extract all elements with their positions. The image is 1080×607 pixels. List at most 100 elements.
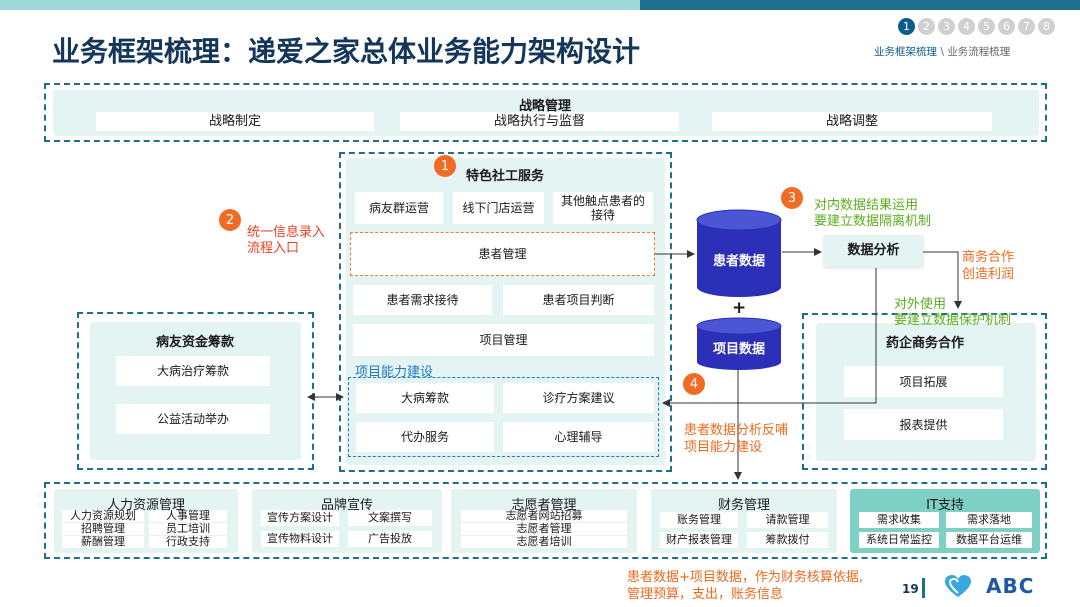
step-6[interactable]: 6 [998, 18, 1015, 35]
step-7[interactable]: 7 [1018, 18, 1035, 35]
step-2[interactable]: 2 [918, 18, 935, 35]
marker-1: 1 [434, 155, 456, 177]
pharma-title: 药企商务合作 [885, 336, 964, 351]
strategy-title: 战略管理 [518, 99, 571, 114]
volunteer-item: 志愿者培训 [461, 536, 627, 548]
patient-management: 患者管理 [350, 232, 655, 276]
note-4-line1: 患者数据分析反哺 [684, 423, 789, 438]
fund-title: 病友资金筹款 [155, 335, 234, 350]
plus-sign: + [732, 298, 747, 318]
social-item: 其他触点患者的接待 [553, 192, 653, 224]
brand-item: 广告投放 [348, 531, 432, 547]
social-item: 患者项目判断 [503, 285, 654, 315]
fund-panel [90, 322, 301, 460]
step-4[interactable]: 4 [958, 18, 975, 35]
breadcrumb: 业务框架梳理 \ 业务流程梳理 [874, 44, 1010, 59]
note-2-line2: 流程入口 [247, 241, 300, 256]
support-frame [44, 482, 1047, 559]
capability-label: 项目能力建设 [355, 365, 434, 380]
social-item: 患者需求接待 [353, 285, 492, 315]
it-title: IT支持 [926, 498, 964, 513]
top-accent-bar-light [0, 0, 640, 10]
project-data-cylinder [696, 317, 782, 370]
outside-note-line1: 对外使用 [894, 297, 947, 312]
data-analysis-box: 数据分析 [824, 235, 923, 267]
marker-3: 3 [781, 187, 803, 209]
note-3-line2: 要建立数据隔离机制 [814, 214, 932, 229]
patient-data-cylinder [696, 209, 782, 297]
capability-item: 诊疗方案建议 [503, 383, 654, 413]
capability-item: 心理辅导 [503, 422, 654, 452]
finance-item: 请款管理 [747, 512, 828, 528]
pharma-item: 项目拓展 [844, 366, 1003, 397]
brand-title: 品牌宣传 [320, 498, 373, 513]
hr-title: 人力资源管理 [106, 498, 185, 513]
pharma-frame [802, 313, 1047, 470]
strategy-item: 战略执行与监督 [400, 112, 679, 131]
biz-note-line1: 商务合作 [962, 250, 1015, 265]
breadcrumb-separator: \ [940, 46, 944, 58]
step-8[interactable]: 8 [1038, 18, 1055, 35]
hr-item: 人事管理 [149, 510, 227, 522]
social-frame [339, 152, 672, 472]
biz-note-line2: 创造利润 [962, 267, 1015, 282]
page-divider [922, 578, 925, 598]
note-4-line2: 项目能力建设 [684, 440, 763, 455]
arrow-analysis-to-pharma [923, 251, 962, 309]
top-accent-bar-dark [640, 0, 1080, 10]
volunteer-item: 志愿者网站招募 [461, 510, 627, 522]
hr-item: 员工培训 [149, 523, 227, 535]
social-title: 特色社工服务 [465, 169, 544, 184]
step-3[interactable]: 3 [938, 18, 955, 35]
it-item: 需求收集 [859, 512, 939, 528]
brand-item: 宣传物料设计 [261, 531, 339, 547]
capability-frame [348, 377, 659, 457]
breadcrumb-next[interactable]: 业务流程梳理 [947, 46, 1011, 58]
page-number: 19 [902, 582, 919, 596]
step-indicator: 1 2 3 4 5 6 7 8 [898, 18, 1055, 35]
it-item: 系统日常监控 [859, 532, 939, 548]
marker-2: 2 [219, 209, 241, 231]
marker-4: 4 [683, 373, 705, 395]
capability-item: 大病筹款 [356, 383, 494, 413]
note-2-line1: 统一信息录入 [247, 225, 326, 240]
step-1[interactable]: 1 [898, 18, 915, 35]
it-item: 数据平台运维 [946, 532, 1032, 548]
step-5[interactable]: 5 [978, 18, 995, 35]
fund-item: 大病治疗筹款 [116, 356, 270, 386]
outside-note-line2: 要建立数据保护机制 [894, 313, 1012, 328]
finance-item: 账务管理 [660, 512, 738, 528]
page-title: 业务框架梳理：递爱之家总体业务能力架构设计 [52, 35, 641, 68]
strategy-item: 战略制定 [96, 112, 374, 131]
social-item: 线下门店运营 [453, 192, 544, 224]
pharma-item: 报表提供 [844, 409, 1003, 440]
hr-item: 薪酬管理 [62, 536, 144, 548]
social-item: 病友群运营 [355, 192, 443, 224]
project-management: 项目管理 [353, 324, 654, 356]
project-data-label: 项目数据 [712, 342, 765, 357]
hr-item: 人力资源规划 [62, 510, 144, 522]
arrow-analysis-to-capability [662, 268, 877, 407]
patient-data-label: 患者数据 [712, 254, 765, 269]
capability-item: 代办服务 [356, 422, 494, 452]
brand-item: 文案撰写 [348, 510, 432, 526]
strategy-item: 战略调整 [712, 112, 992, 131]
brand-item: 宣传方案设计 [261, 510, 339, 526]
heart-logo-icon [945, 575, 971, 597]
finance-title: 财务管理 [717, 498, 770, 513]
fund-frame [77, 312, 314, 470]
finance-item: 财产报表管理 [660, 532, 738, 548]
volunteer-item: 志愿者管理 [461, 523, 627, 535]
footer-note-line1: 患者数据+项目数据，作为财务核算依据, [627, 570, 864, 585]
breadcrumb-active[interactable]: 业务框架梳理 [874, 46, 937, 58]
note-3-line1: 对内数据结果运用 [814, 198, 919, 213]
fund-item: 公益活动举办 [116, 404, 270, 434]
it-item: 需求落地 [946, 512, 1032, 528]
hr-item: 行政支持 [149, 536, 227, 548]
volunteer-title: 志愿者管理 [511, 498, 577, 513]
footer-note-line2: 管理预算，支出，账务信息 [627, 587, 784, 602]
strategy-frame [44, 83, 1047, 142]
hr-item: 招聘管理 [62, 523, 144, 535]
finance-item: 筹款拨付 [747, 532, 828, 548]
